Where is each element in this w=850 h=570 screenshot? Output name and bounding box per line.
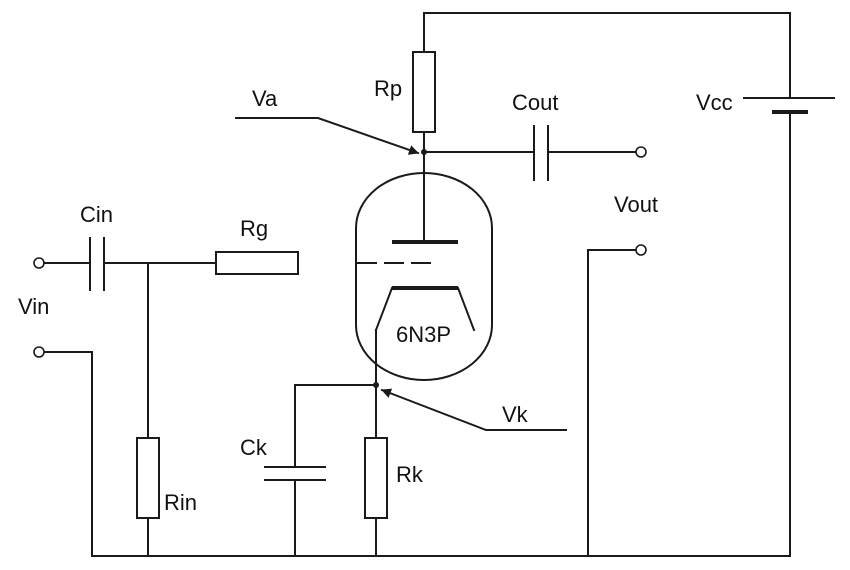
vin-label: Vin bbox=[18, 294, 49, 319]
rk-label: Rk bbox=[396, 462, 424, 487]
tube-heater-left bbox=[374, 286, 394, 332]
ck-label: Ck bbox=[240, 435, 268, 460]
tube-heater-right bbox=[456, 286, 476, 332]
tube-label: 6N3P bbox=[396, 322, 451, 347]
vcc-label: Vcc bbox=[696, 90, 733, 115]
rin-resistor bbox=[136, 437, 160, 519]
vin-terminal-top bbox=[33, 257, 45, 269]
vin-terminal-bottom bbox=[33, 346, 45, 358]
rin-label: Rin bbox=[164, 490, 197, 515]
cout-label: Cout bbox=[512, 90, 558, 115]
vcc-battery bbox=[743, 97, 835, 114]
cout-capacitor bbox=[533, 125, 549, 181]
ck-capacitor bbox=[264, 466, 326, 481]
va-arrow bbox=[235, 117, 420, 155]
rp-resistor bbox=[412, 51, 436, 133]
vout-label: Vout bbox=[614, 192, 658, 217]
rk-resistor bbox=[364, 437, 388, 519]
rp-label: Rp bbox=[374, 76, 402, 101]
rg-resistor bbox=[215, 251, 299, 275]
supply-wiring bbox=[423, 12, 791, 557]
vacuum-tube bbox=[297, 172, 493, 386]
ground-rail bbox=[39, 249, 791, 557]
vout-terminal-bottom bbox=[635, 244, 647, 256]
vk-arrow bbox=[380, 388, 567, 431]
cin-label: Cin bbox=[80, 202, 113, 227]
vk-label: Vk bbox=[502, 402, 529, 427]
vout-terminal-top bbox=[635, 146, 647, 158]
rg-label: Rg bbox=[240, 216, 268, 241]
va-label: Va bbox=[252, 86, 278, 111]
cin-capacitor bbox=[89, 237, 105, 291]
